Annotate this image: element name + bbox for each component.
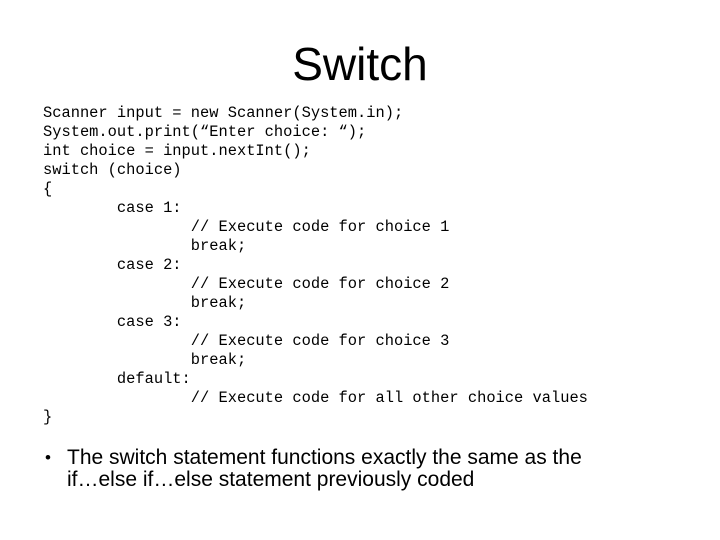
bullet-item: • The switch statement functions exactly…: [45, 447, 665, 491]
bullet-text-line-1: The switch statement functions exactly t…: [67, 446, 582, 469]
bullet-text-line-2: if…else if…else statement previously cod…: [67, 468, 475, 491]
code-block: Scanner input = new Scanner(System.in); …: [43, 104, 588, 426]
bullet-text: The switch statement functions exactly t…: [67, 447, 582, 491]
slide-title: Switch: [292, 38, 428, 90]
bullet-marker-icon: •: [45, 448, 51, 467]
